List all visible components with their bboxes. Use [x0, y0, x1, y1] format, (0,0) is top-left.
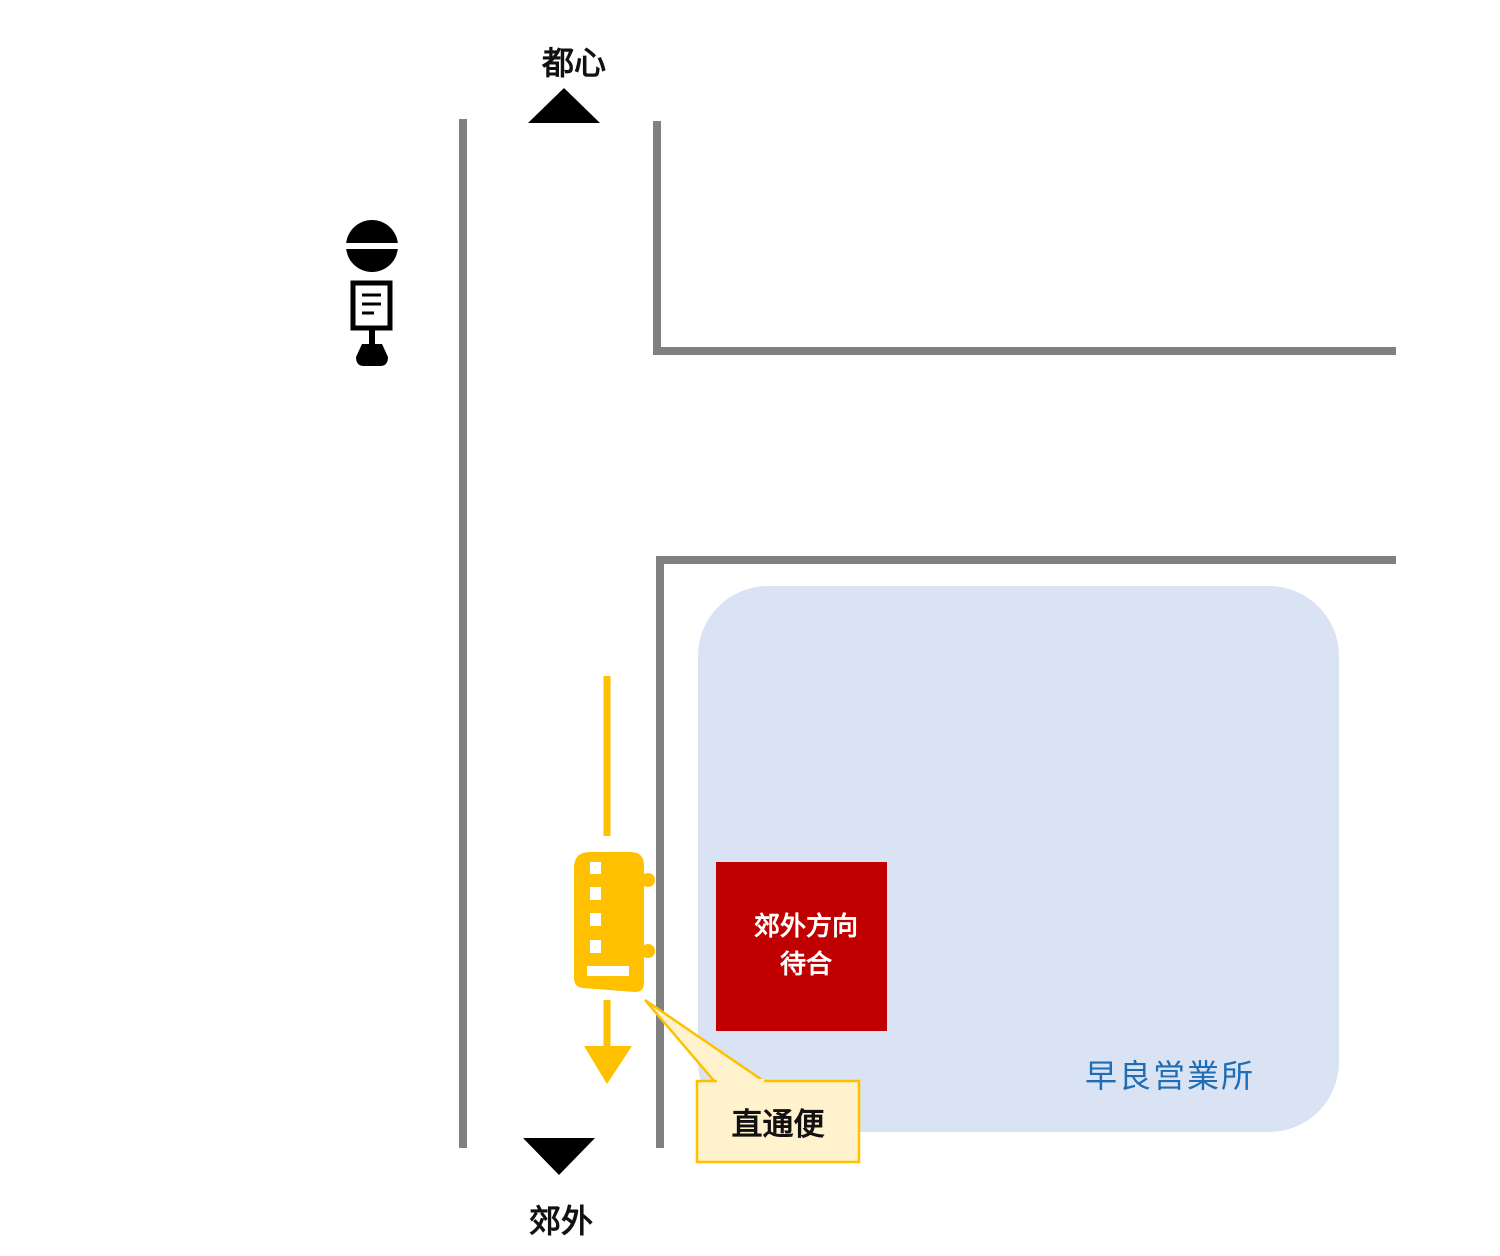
south-direction-label: 郊外 [528, 1202, 593, 1240]
road-edge-south-corner [656, 556, 1396, 1148]
north-arrow-icon [528, 88, 600, 123]
bus-direction-arrow-icon [584, 676, 632, 1084]
north-direction-label: 都心 [541, 44, 606, 82]
bus-stop-icon [344, 220, 400, 366]
waiting-area-label: 郊外方向 待合 [716, 908, 896, 984]
waiting-area-box [716, 862, 887, 1031]
south-arrow-icon [523, 1138, 595, 1175]
road-edge-north-corner [653, 121, 1396, 355]
waiting-area-line1: 郊外方向 [753, 912, 858, 942]
bus-icon [574, 852, 655, 992]
waiting-area-line2: 待合 [779, 950, 832, 980]
callout-box [644, 998, 861, 1164]
office-name: 早良営業所 [1085, 1057, 1256, 1095]
callout-label: 直通便 [731, 1107, 825, 1143]
road-edges [459, 119, 1396, 1148]
